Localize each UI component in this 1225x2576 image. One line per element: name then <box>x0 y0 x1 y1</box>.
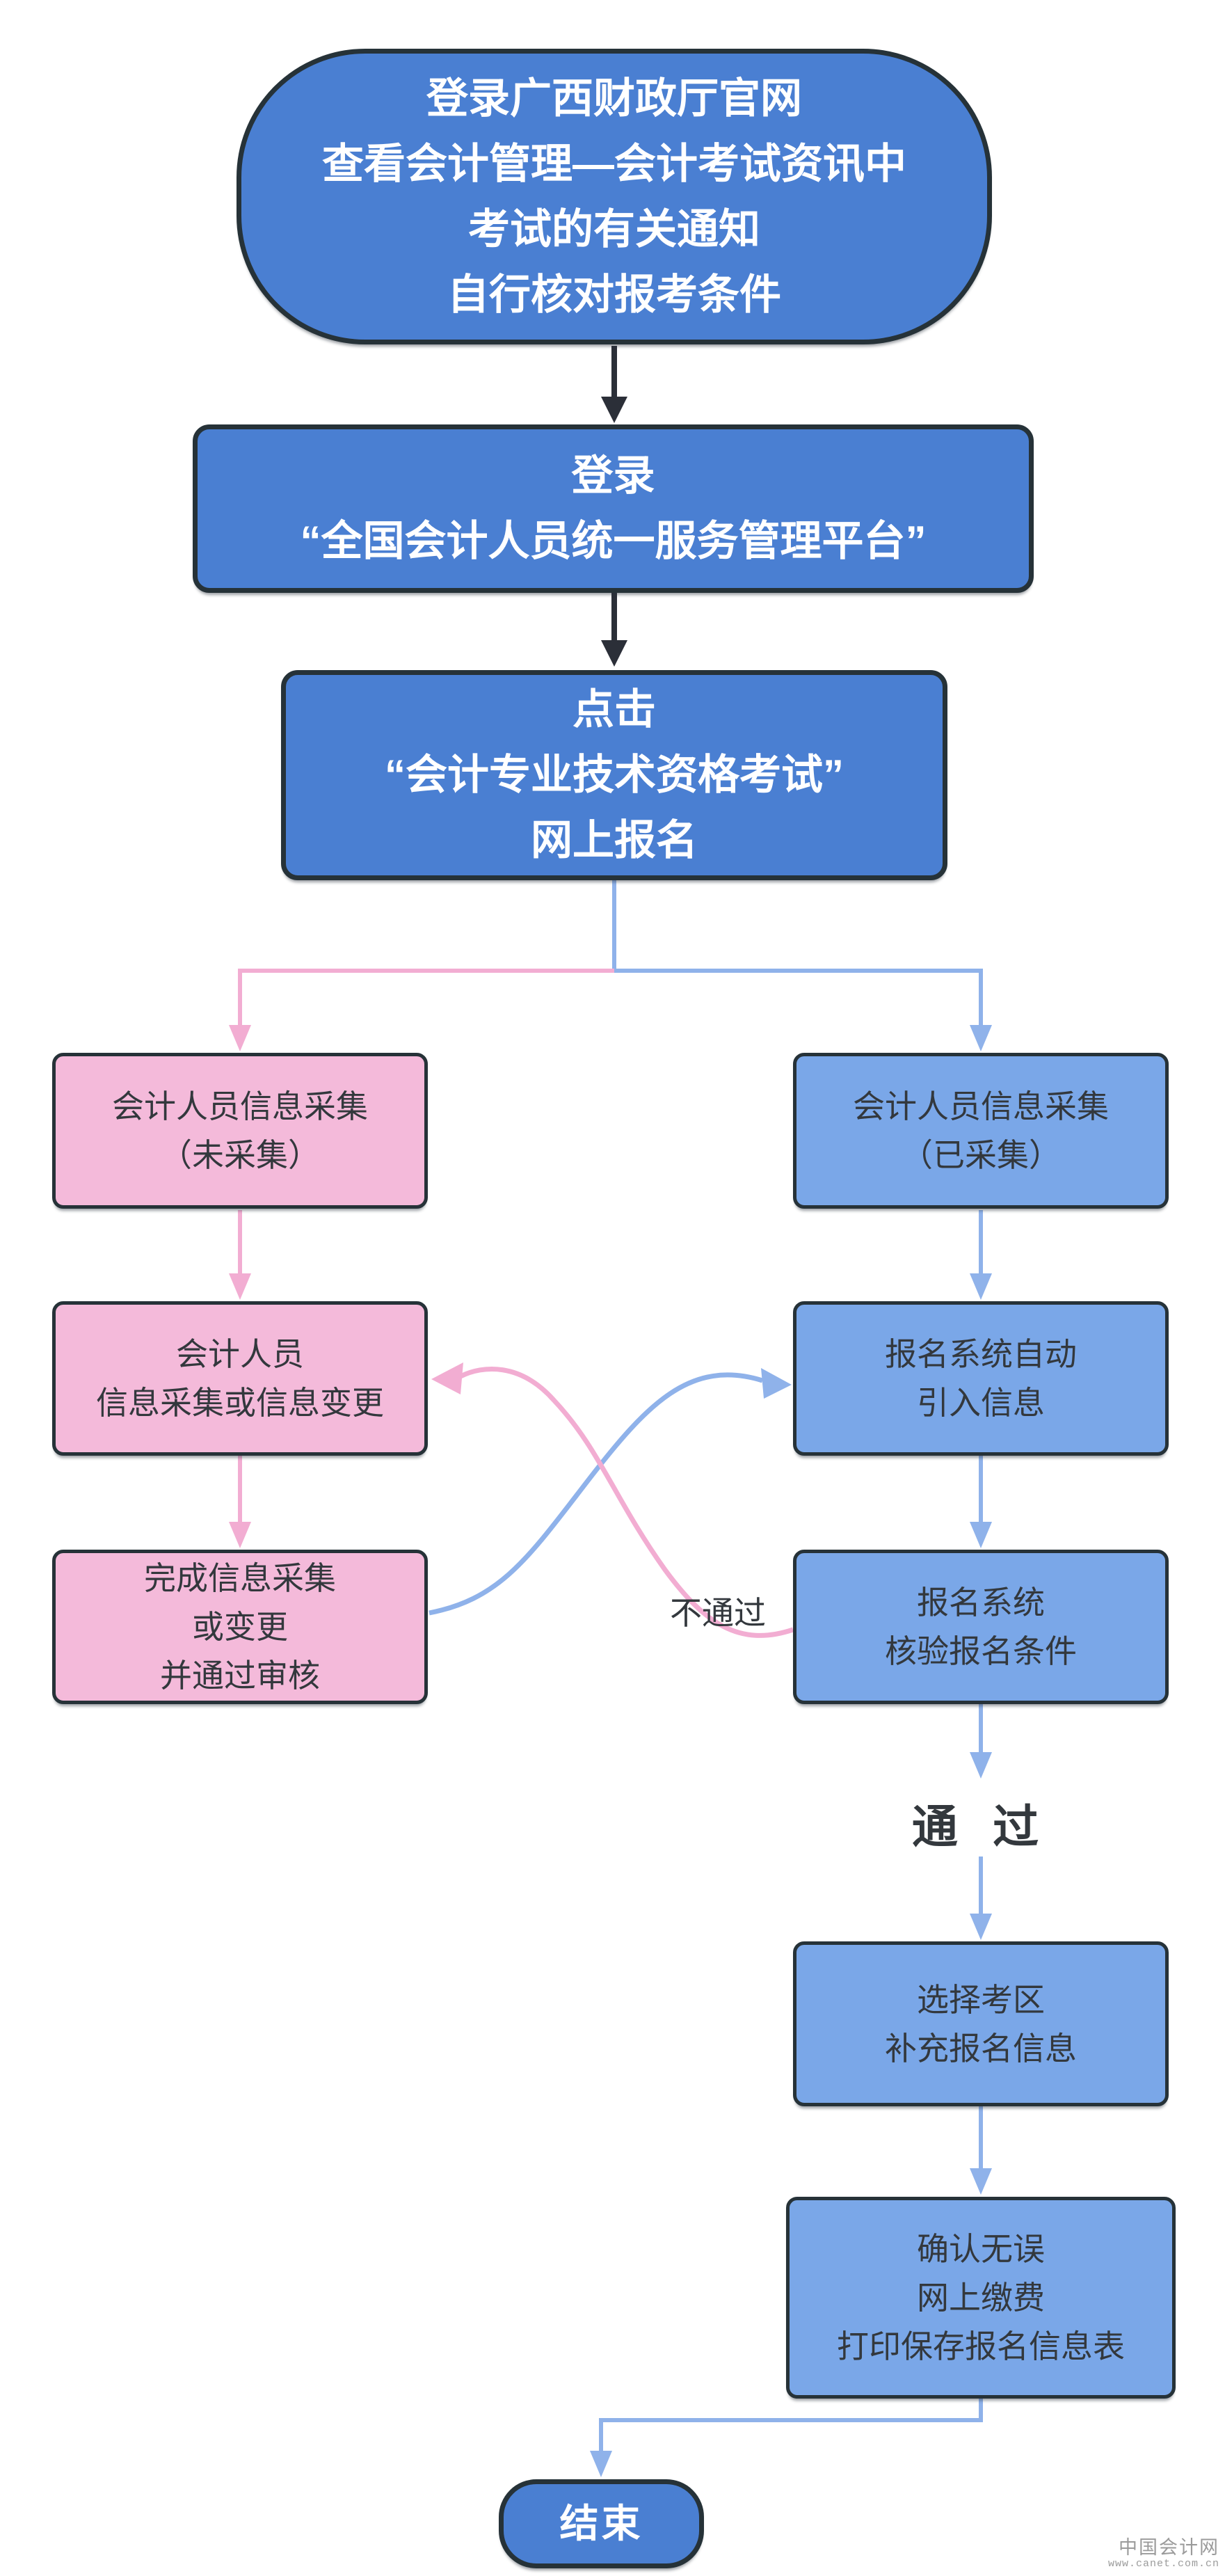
node-text-line: 引入信息 <box>917 1385 1045 1421</box>
node-text-line: 查看会计管理—会计考试资讯中 <box>322 140 906 187</box>
node-text-line: 完成信息采集 <box>144 1560 336 1596</box>
arrowhead-finish-to-import <box>761 1368 792 1399</box>
watermark-url: www.canet.com.cn <box>1107 2558 1219 2570</box>
arrowhead-fail-to-change <box>431 1362 463 1394</box>
node-text-line: 信息采集或信息变更 <box>96 1385 384 1421</box>
node-text-line: 打印保存报名信息表 <box>837 2328 1125 2364</box>
split-right-blue <box>614 969 983 1026</box>
elbow-confirm-to-end <box>599 2399 983 2452</box>
flow-node-verify-conditions: 报名系统 核验报名条件 <box>793 1550 1169 1704</box>
arrowhead-to-collect-not-done <box>229 1025 251 1051</box>
node-text-line: 会计人员信息采集 <box>853 1088 1109 1124</box>
label-fail: 不通过 <box>670 1595 766 1631</box>
node-text-line: 点击 <box>573 686 656 733</box>
curve-finish-to-import <box>429 1372 764 1616</box>
node-text-line: 核验报名条件 <box>885 1633 1077 1669</box>
watermark-site-name: 中国会计网 <box>1119 2537 1219 2558</box>
node-text-line: 确认无误 <box>917 2231 1045 2267</box>
node-text-line: 并通过审核 <box>160 1657 320 1694</box>
arrowhead-import-to-verify <box>970 1522 992 1548</box>
node-text-line: 报名系统 <box>917 1584 1045 1621</box>
label-pass: 通 过 <box>911 1801 1050 1852</box>
node-text-line: 会计人员 <box>176 1336 304 1372</box>
arrowhead-to-collect-done <box>970 1025 992 1051</box>
node-text-line: （已采集） <box>901 1137 1061 1173</box>
arrowhead-confirm-to-end <box>590 2451 612 2477</box>
node-text-line: 自行核对报考条件 <box>447 271 781 318</box>
node-text-line: 网上报名 <box>531 817 698 864</box>
arrowhead-login-to-click <box>601 640 627 667</box>
node-text-line: 登录 <box>571 452 655 499</box>
node-text-line: 结束 <box>559 2502 643 2545</box>
node-text-line: 会计人员信息采集 <box>112 1088 368 1124</box>
node-text-line: （未采集） <box>160 1137 320 1173</box>
arrowhead-collectno-to-change <box>229 1273 251 1300</box>
node-text-line: 考试的有关通知 <box>468 205 760 253</box>
flow-node-finish-collect: 完成信息采集 或变更 并通过审核 <box>52 1550 428 1704</box>
flow-node-choose-area: 选择考区 补充报名信息 <box>793 1941 1169 2106</box>
arrowhead-pass-to-choose <box>970 1914 992 1940</box>
flow-node-login-platform: 登录 “全国会计人员统一服务管理平台” <box>193 424 1034 593</box>
arrowhead-start-to-login <box>601 397 627 423</box>
split-left-pink <box>238 969 614 1026</box>
flow-node-collect-or-change: 会计人员 信息采集或信息变更 <box>52 1301 428 1456</box>
arrowhead-change-to-finish <box>229 1522 251 1548</box>
arrowhead-choose-to-confirm <box>970 2168 992 2195</box>
node-text-line: 选择考区 <box>917 1981 1045 2018</box>
node-text-line: “会计专业技术资格考试” <box>385 752 844 798</box>
node-text-line: 或变更 <box>192 1609 288 1645</box>
flow-node-auto-import: 报名系统自动 引入信息 <box>793 1301 1169 1456</box>
flow-node-confirm-pay: 确认无误 网上缴费 打印保存报名信息表 <box>786 2197 1176 2399</box>
node-text-line: 补充报名信息 <box>885 2030 1077 2067</box>
flow-node-collect-done: 会计人员信息采集 （已采集） <box>793 1053 1169 1209</box>
flow-node-click-register: 点击 “会计专业技术资格考试” 网上报名 <box>281 670 947 880</box>
arrowhead-verify-to-pass <box>970 1752 992 1779</box>
node-text-line: 网上缴费 <box>917 2280 1045 2316</box>
flow-node-start: 登录广西财政厅官网 查看会计管理—会计考试资讯中 考试的有关通知 自行核对报考条… <box>237 49 992 344</box>
arrowhead-collectdone-to-import <box>970 1273 992 1300</box>
curve-fail-to-change <box>459 1366 794 1638</box>
node-text-line: 登录广西财政厅官网 <box>426 74 802 122</box>
flow-node-collect-not-done: 会计人员信息采集 （未采集） <box>52 1053 428 1209</box>
node-text-line: 报名系统自动 <box>885 1336 1077 1372</box>
flow-node-end: 结束 <box>499 2479 704 2568</box>
watermark: 中国会计网 www.canet.com.cn <box>1108 2537 1219 2570</box>
node-text-line: “全国会计人员统一服务管理平台” <box>300 518 927 564</box>
